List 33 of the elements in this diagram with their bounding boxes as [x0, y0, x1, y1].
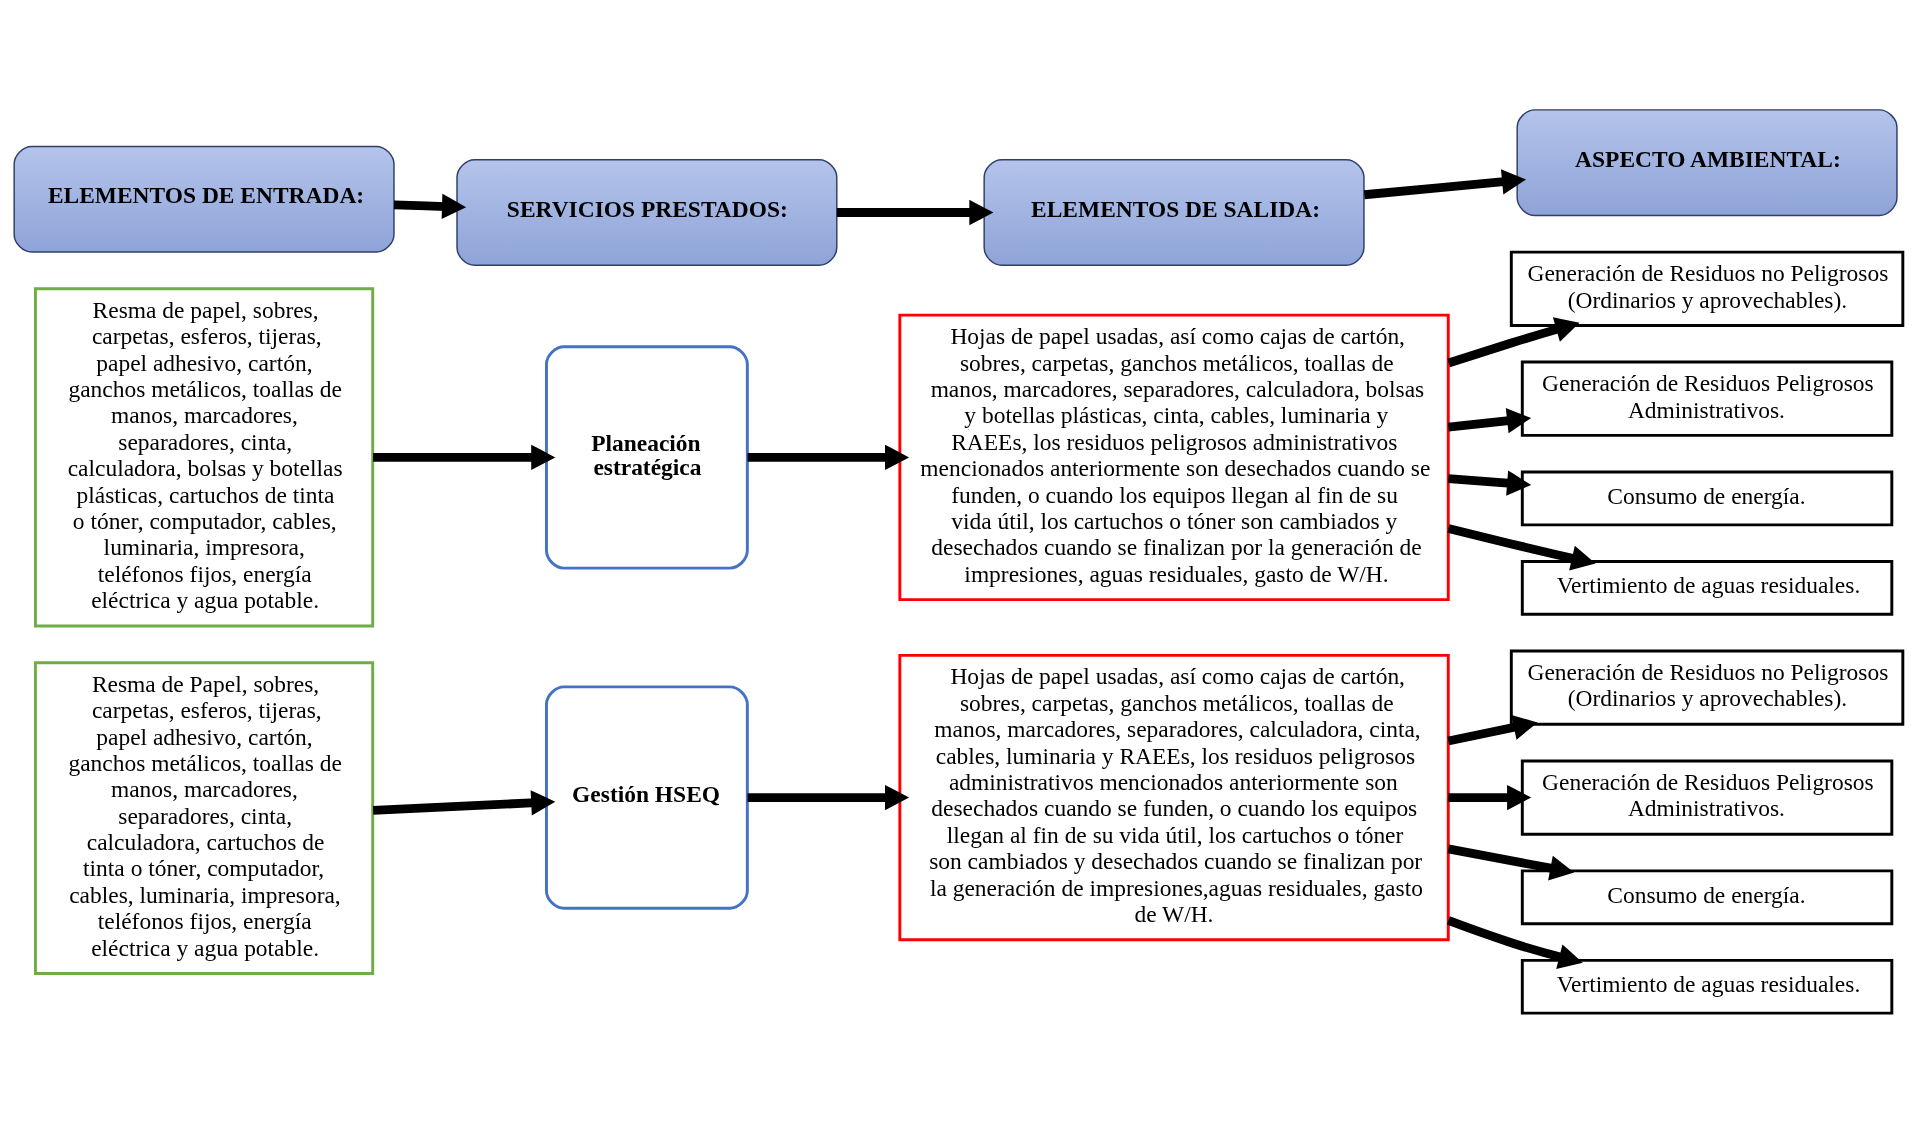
node-box: ELEMENTOS DE SALIDA:: [983, 159, 1365, 267]
node-box: Gestión HSEQ: [545, 685, 749, 910]
node-box: Hojas de papel usadas, así como cajas de cartón, sobres, carpetas, ganchos metálicos, toallas de manos, marcadores, separadores, calculadora, bolsas y botellas plásticas, cinta, cables, luminaria y RAEEs, los residuos peligrosos administrativos mencionados anteriormente son desechados cuando se funden, o cuando los equipos llegan al fin de su vida útil, los cartuchos o tóner son cambiados y desechados cuando se finalizan por la generación de impresiones, aguas residuales, gasto de W/H.: [898, 313, 1450, 602]
node-box: Vertimiento de aguas residuales.: [1520, 958, 1894, 1015]
node-box: Generación de Residuos no Peligrosos (Ordinarios y aprovechables).: [1509, 250, 1905, 327]
arrow: [1448, 784, 1532, 811]
arrow: [747, 444, 910, 471]
node-box: Consumo de energía.: [1520, 470, 1894, 527]
arrow: [1447, 844, 1575, 881]
node-box: Generación de Residuos Peligrosos Administrativos.: [1520, 759, 1894, 836]
arrow: [372, 790, 556, 816]
arrow: [1447, 714, 1538, 746]
arrow: [1447, 408, 1532, 434]
node-box: ELEMENTOS DE ENTRADA:: [13, 145, 395, 253]
node-box: ASPECTO AMBIENTAL:: [1516, 109, 1898, 217]
arrow: [373, 444, 556, 471]
node-box: Hojas de papel usadas, así como cajas de cartón, sobres, carpetas, ganchos metálicos, toallas de manos, marcadores, separadores, calculadora, cinta, cables, luminaria y RAEEs, los residuos peligrosos administrativos mencionados anteriormente son desechados cuando se funden, o cuando los equipos llegan al fin de su vida útil, los cartuchos o tóner son cambiados y desechados cuando se finalizan por la generación de impresiones,aguas residuales, gasto de W/H.: [898, 653, 1450, 942]
node-box: Vertimiento de aguas residuales.: [1520, 560, 1894, 616]
arrow: [747, 784, 910, 811]
node-box: Consumo de energía.: [1520, 869, 1894, 926]
arrow: [1446, 916, 1583, 969]
node-box: Planeación estratégica: [545, 345, 749, 570]
node-box: Resma de papel, sobres, carpetas, esferos, tijeras, papel adhesivo, cartón, ganchos metálicos, toallas de manos, marcadores, separadores, cinta, calculadora, bolsas y botellas plásticas, cartuchos de tinta o tóner, computador, cables, luminaria, impresora, teléfonos fijos, energía eléctrica y agua potable.: [33, 287, 375, 628]
node-box: Generación de Residuos no Peligrosos (Ordinarios y aprovechables).: [1509, 649, 1905, 726]
arrow: [1447, 317, 1580, 368]
arrow: [1447, 524, 1596, 571]
node-box: Resma de Papel, sobres, carpetas, esferos, tijeras, papel adhesivo, cartón, ganchos metálicos, toallas de manos, marcadores, separadores, cinta, calculadora, cartuchos de tinta o tóner, computador, cables, luminaria, impresora, teléfonos fijos, energía eléctrica y agua potable.: [33, 661, 375, 975]
node-box: Generación de Residuos Peligrosos Administrativos.: [1520, 360, 1894, 437]
arrow: [393, 193, 467, 220]
arrow: [836, 199, 994, 226]
node-box: SERVICIOS PRESTADOS:: [456, 159, 838, 267]
arrow: [1448, 470, 1532, 496]
arrow: [1363, 169, 1527, 200]
